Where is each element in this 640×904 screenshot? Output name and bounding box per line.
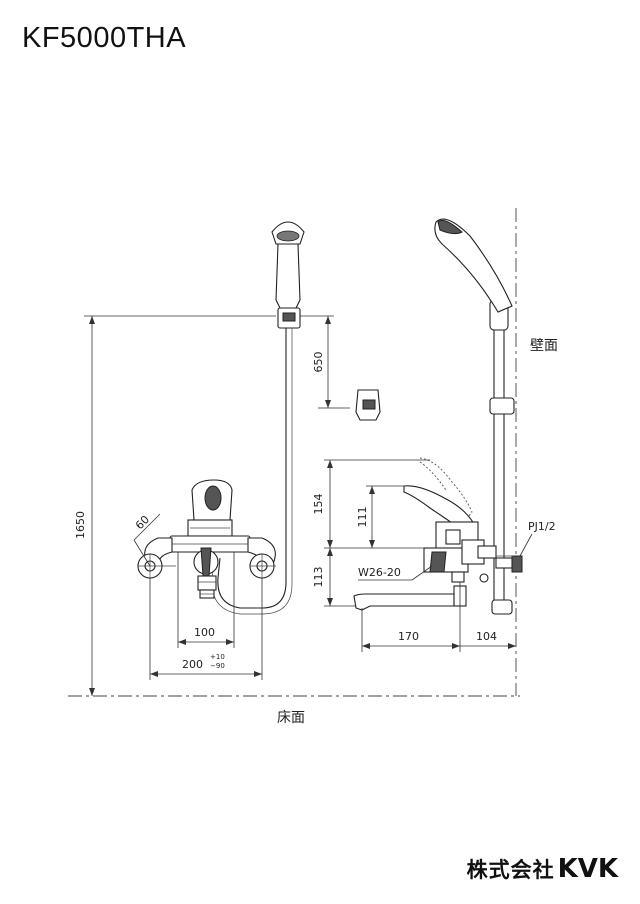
side-view [353, 218, 523, 615]
dim-1650: 1650 [74, 511, 87, 539]
thread-label-w26-20: W26-20 [358, 566, 401, 579]
holder-adjust: 650 [300, 315, 381, 421]
dim-100: 100 [194, 626, 215, 639]
dim-200: 200 [182, 658, 203, 671]
dim-104: 104 [476, 630, 497, 643]
front-dimensions: 1650 60 100 200 +10 −90 [74, 315, 276, 696]
wall-label: 壁面 [530, 338, 558, 354]
tolerance-minus: −90 [210, 662, 225, 670]
brand-name: KVK [557, 854, 618, 884]
tolerance-plus: +10 [210, 653, 225, 661]
model-title: KF5000THA [22, 22, 187, 54]
thread-label-pj12: PJ1/2 [528, 520, 556, 533]
dim-650: 650 [312, 352, 325, 373]
dim-60: 60 [133, 513, 152, 532]
dim-170: 170 [398, 630, 419, 643]
company-name: 株式会社 [466, 858, 555, 882]
dim-111: 111 [356, 507, 369, 528]
dim-154: 154 [312, 494, 325, 515]
dim-113: 113 [312, 567, 325, 588]
floor-label: 床面 [277, 710, 305, 726]
side-dimensions: 154 111 113 W26-20 170 104 PJ1/2 壁面 [277, 338, 558, 726]
front-view [137, 221, 305, 615]
